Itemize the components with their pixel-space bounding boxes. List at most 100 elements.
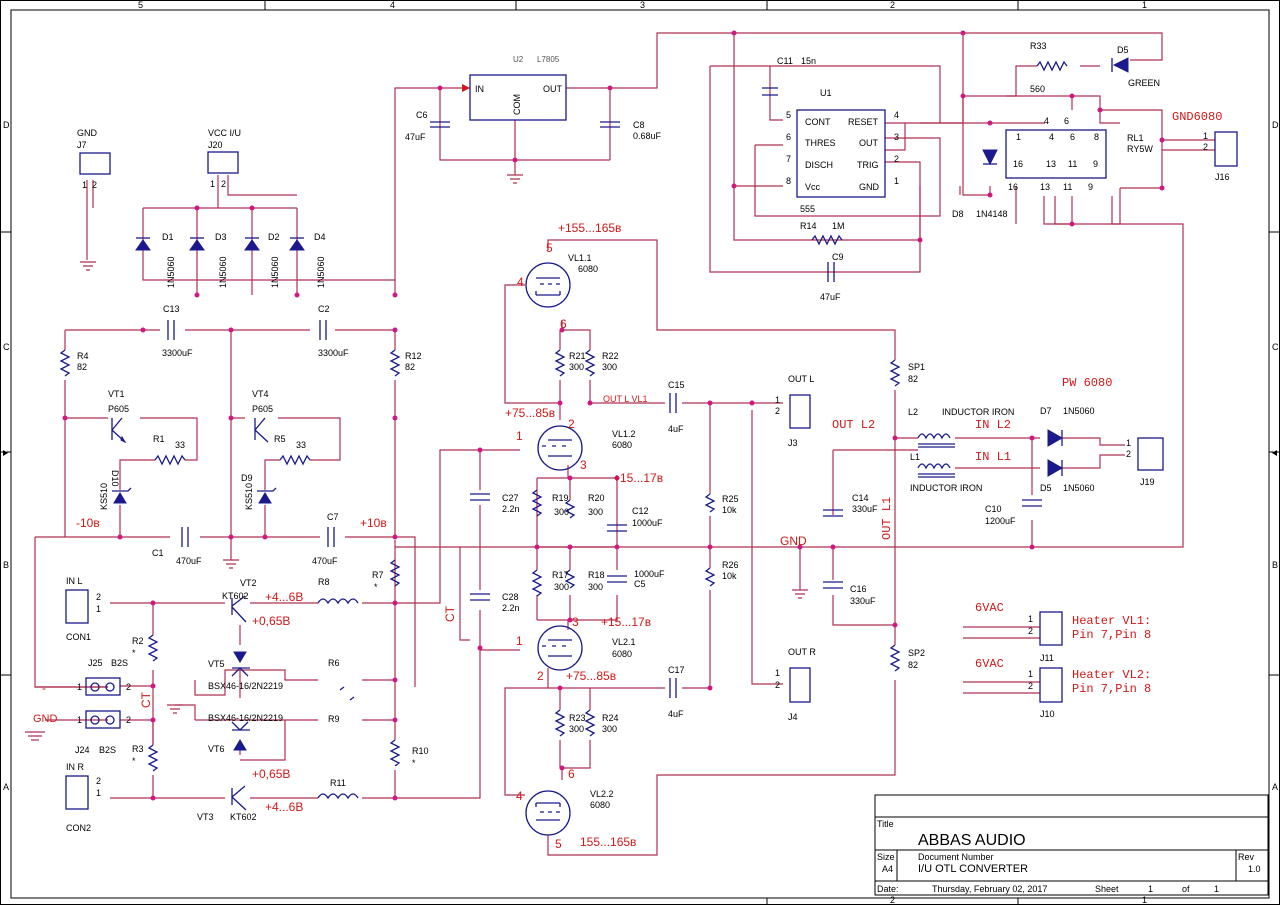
voltage-label: +15...17в — [613, 471, 663, 485]
pin-num: 2 — [894, 154, 899, 164]
svg-text:4: 4 — [517, 275, 524, 289]
j20-ref: J20 — [208, 140, 223, 150]
svg-text:C13: C13 — [163, 304, 180, 314]
svg-text:1: 1 — [96, 604, 101, 614]
svg-text:1: 1 — [77, 715, 82, 725]
j10-ref: J10 — [1040, 709, 1055, 719]
svg-text:L2: L2 — [908, 407, 918, 417]
svg-text:1200uF: 1200uF — [985, 516, 1016, 526]
svg-text:4: 4 — [1049, 132, 1054, 142]
svg-text:C14: C14 — [852, 493, 869, 503]
docnum-label: Document Number — [918, 852, 994, 862]
svg-text:2: 2 — [1126, 449, 1131, 459]
row-label: A — [1272, 782, 1278, 792]
diodes: D1 1N5060 D3 1N5060 D2 1N5060 D4 1N5060 … — [99, 45, 1160, 510]
pin-name: RESET — [848, 117, 879, 127]
svg-text:2.2n: 2.2n — [502, 504, 520, 514]
svg-text:47uF: 47uF — [405, 132, 426, 142]
svg-text:R22: R22 — [602, 351, 619, 361]
u1-part: 555 — [800, 204, 815, 214]
annotations: +155...165в 155...165в 5 5 4 4 6 6 +75..… — [33, 110, 1222, 851]
svg-text:R17: R17 — [552, 570, 569, 580]
row-label: C — [1272, 342, 1279, 352]
pin-num: 4 — [894, 110, 899, 120]
svg-text:1N5060: 1N5060 — [1063, 483, 1095, 493]
j20-name: VCC I/U — [208, 128, 241, 138]
title-label: Title — [877, 819, 894, 829]
svg-text:1: 1 — [1126, 438, 1131, 448]
rev-value: 1.0 — [1248, 864, 1261, 874]
svg-text:1N4148: 1N4148 — [976, 209, 1008, 219]
svg-text:VT4: VT4 — [252, 389, 269, 399]
relay-part: RY5W — [1127, 144, 1153, 154]
pin-num: 7 — [786, 154, 791, 164]
rev-label: Rev — [1238, 852, 1255, 862]
svg-text:Heater VL1:: Heater VL1: — [1072, 614, 1151, 628]
col-label: 1 — [1142, 0, 1147, 10]
svg-text:3300uF: 3300uF — [162, 348, 193, 358]
svg-text:300: 300 — [554, 582, 569, 592]
svg-text:1: 1 — [516, 634, 523, 648]
svg-text:6: 6 — [568, 767, 575, 781]
svg-text:8: 8 — [1094, 132, 1099, 142]
svg-text:1: 1 — [1016, 132, 1021, 142]
svg-text:5: 5 — [546, 241, 553, 255]
svg-text:300: 300 — [554, 507, 569, 517]
svg-text:D8: D8 — [952, 209, 964, 219]
svg-text:2: 2 — [775, 406, 780, 416]
svg-text:1: 1 — [210, 179, 215, 189]
svg-text:6VAC: 6VAC — [975, 601, 1004, 615]
of-label: of — [1182, 884, 1190, 894]
svg-text:D7: D7 — [1040, 406, 1052, 416]
svg-text:R26: R26 — [722, 560, 739, 570]
col-label: 4 — [390, 0, 395, 10]
svg-text:VL1.1: VL1.1 — [568, 253, 592, 263]
svg-text:300: 300 — [569, 724, 584, 734]
svg-text:C1: C1 — [152, 548, 164, 558]
svg-text:R14: R14 — [800, 221, 817, 231]
svg-text:VT3: VT3 — [197, 812, 214, 822]
d2-ref: D2 — [268, 232, 280, 242]
svg-text:11: 11 — [1063, 182, 1072, 192]
svg-text:C16: C16 — [850, 584, 867, 594]
svg-text:INDUCTOR IRON: INDUCTOR IRON — [910, 483, 982, 493]
of-value: 1 — [1214, 884, 1219, 894]
svg-text:300: 300 — [588, 582, 603, 592]
svg-text:300: 300 — [588, 507, 603, 517]
svg-text:82: 82 — [77, 362, 87, 372]
svg-text:330uF: 330uF — [850, 596, 876, 606]
voltage-label: +75...85в — [505, 406, 555, 420]
svg-text:VT2: VT2 — [240, 578, 257, 588]
svg-text:1000uF: 1000uF — [632, 518, 663, 528]
u2-in: IN — [475, 84, 484, 94]
svg-text:C5: C5 — [634, 579, 646, 589]
voltage-label: +15...17в — [601, 615, 651, 629]
svg-text:P605: P605 — [252, 404, 273, 414]
svg-text:D5: D5 — [1040, 483, 1052, 493]
svg-text:C27: C27 — [502, 493, 519, 503]
svg-text:R4: R4 — [77, 351, 89, 361]
j3-name: OUT L — [788, 374, 814, 384]
svg-text:13: 13 — [1046, 159, 1056, 169]
svg-text:*: * — [132, 648, 136, 658]
svg-text:82: 82 — [405, 362, 415, 372]
svg-text:R20: R20 — [588, 493, 605, 503]
svg-text:R19: R19 — [552, 493, 569, 503]
svg-text:82: 82 — [908, 374, 918, 384]
svg-text:C10: C10 — [985, 504, 1002, 514]
voltage-label: 155...165в — [580, 835, 636, 849]
con2-name: IN R — [66, 762, 85, 772]
svg-text:R25: R25 — [722, 494, 739, 504]
voltage-label: +4...6B — [265, 590, 303, 604]
d5-color: GREEN — [1128, 78, 1160, 88]
svg-text:1: 1 — [77, 682, 82, 692]
svg-text:CT: CT — [443, 605, 457, 622]
size-value: A4 — [882, 864, 893, 874]
svg-text:R10: R10 — [412, 746, 429, 756]
svg-text:PW 6080: PW 6080 — [1062, 376, 1112, 390]
svg-text:GND: GND — [33, 713, 58, 725]
svg-text:C17: C17 — [668, 665, 685, 675]
svg-text:D5: D5 — [1117, 45, 1129, 55]
tube-vl12: VL1.2 6080 — [537, 425, 636, 471]
